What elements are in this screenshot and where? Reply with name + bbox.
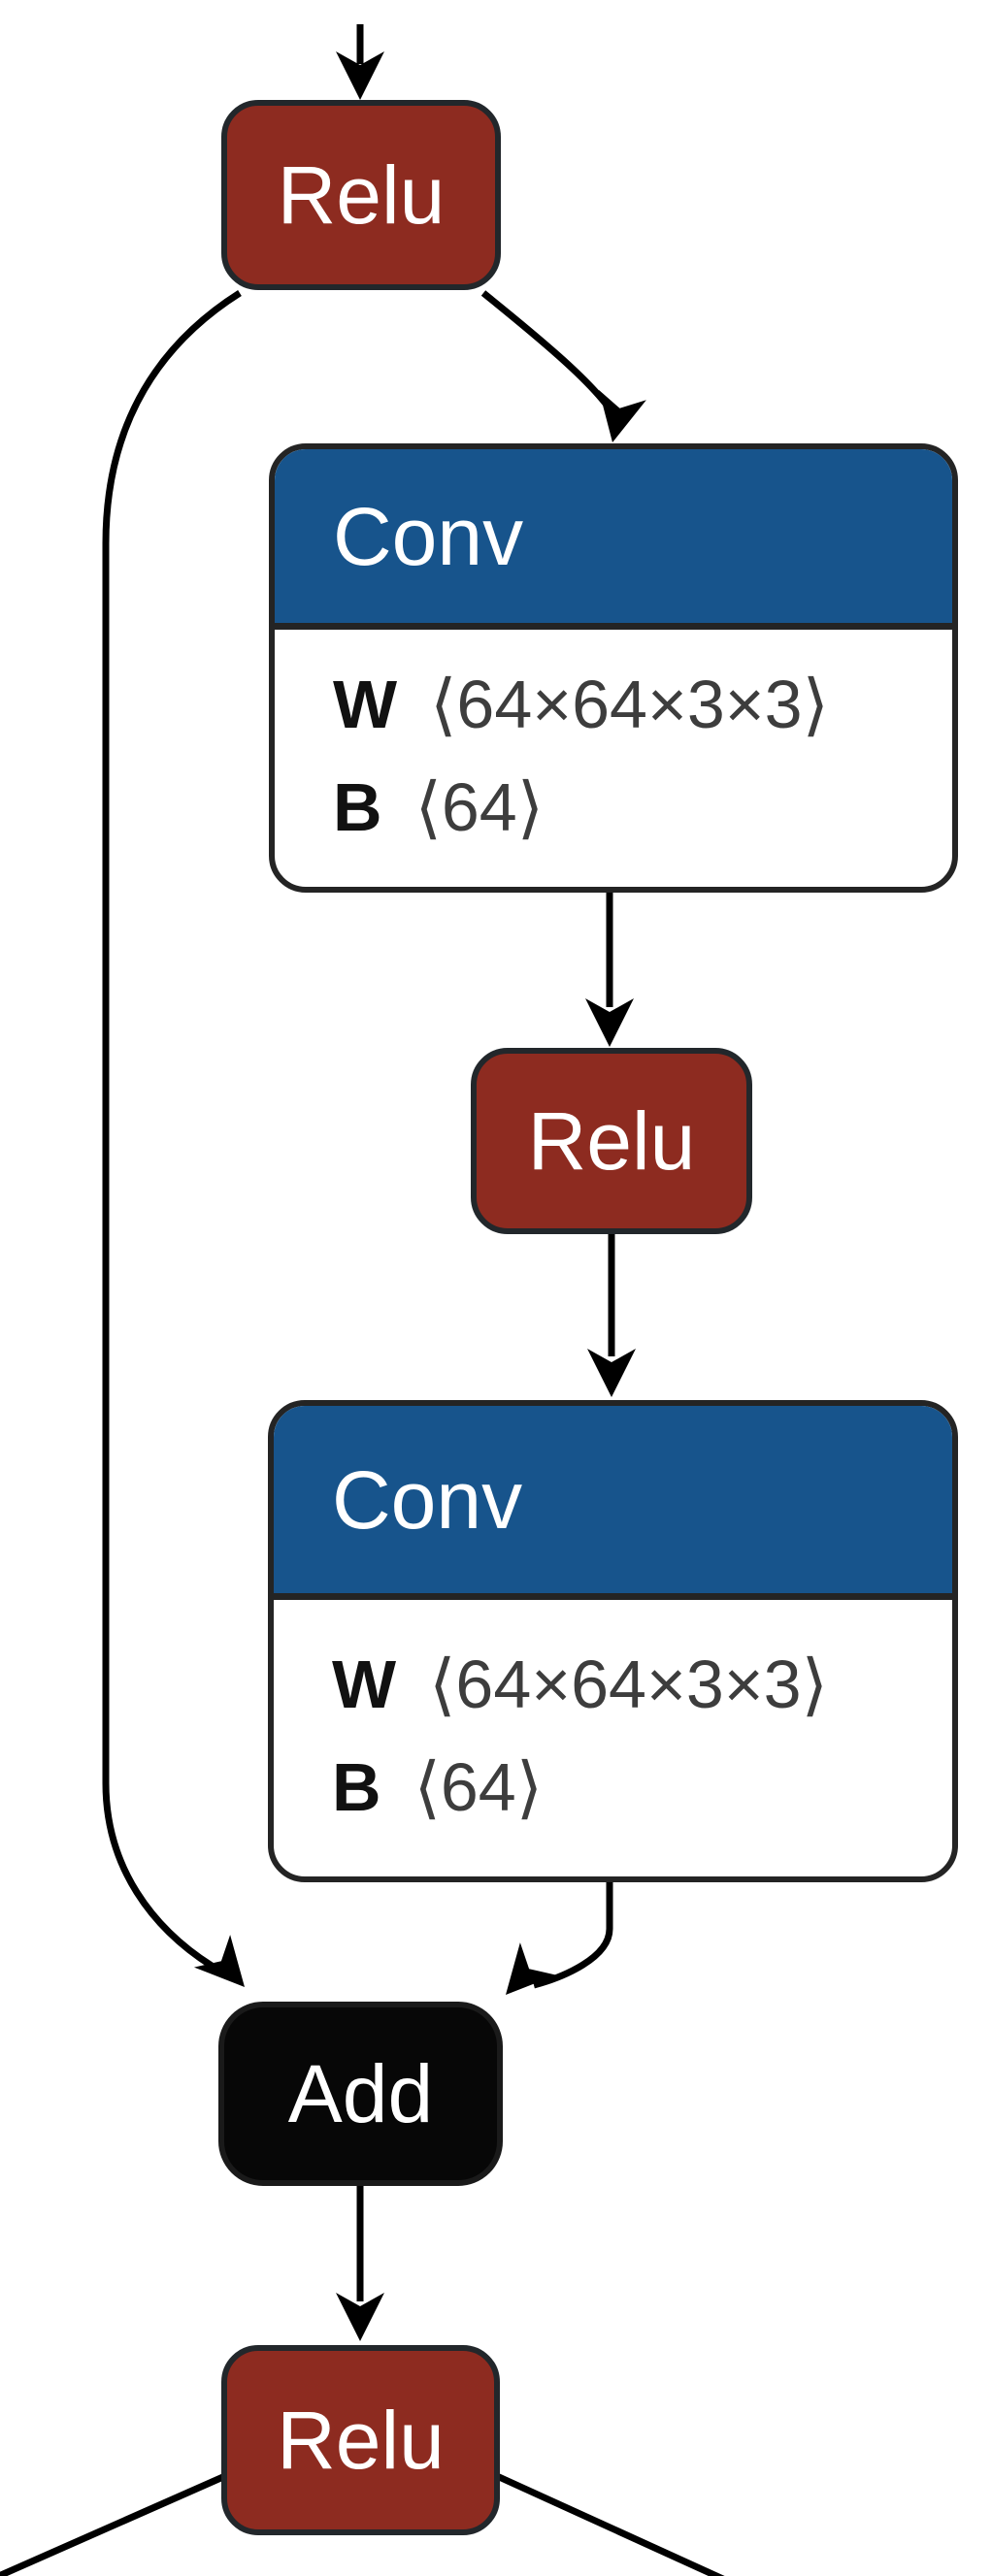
node-relu-1[interactable]: Relu [221,100,501,290]
node-relu-3[interactable]: Relu [221,2345,500,2535]
edge-relu2-to-conv2 [587,1234,636,1397]
param-shape: ⟨64×64×3×3⟩ [429,1646,828,1722]
edge-line [480,290,609,407]
param-row-bias: B ⟨64⟩ [332,1753,952,1821]
arrowhead-icon [193,1935,245,1987]
param-name: B [332,1748,381,1825]
param-row-bias: B ⟨64⟩ [333,773,952,841]
edge-relu3-out-left [0,2472,227,2576]
node-params: W ⟨64×64×3×3⟩ B ⟨64⟩ [274,1600,952,1876]
edge-line [495,2472,725,2576]
node-label: Add [287,2048,434,2139]
param-row-weights: W ⟨64×64×3×3⟩ [332,1650,952,1718]
param-name: B [333,768,382,845]
edge-input-to-relu1 [336,24,384,100]
param-name: W [333,666,398,742]
param-name: W [332,1646,397,1722]
param-row-weights: W ⟨64×64×3×3⟩ [333,670,952,738]
node-title: Conv [333,490,524,582]
node-conv-1[interactable]: Conv W ⟨64×64×3×3⟩ B ⟨64⟩ [269,443,958,893]
node-title: Conv [332,1453,523,1546]
edge-relu1-to-conv1 [480,290,646,442]
node-label: Relu [277,149,446,241]
edge-line [533,1882,613,1989]
edge-line [102,290,242,1969]
edge-add-to-relu3 [336,2186,384,2341]
param-shape: ⟨64×64×3×3⟩ [430,666,829,742]
arrowhead-icon [336,51,384,100]
node-label: Relu [277,2395,445,2486]
arrowhead-icon [598,389,646,442]
node-params: W ⟨64×64×3×3⟩ B ⟨64⟩ [275,630,952,887]
edge-relu3-out-right [495,2472,725,2576]
edge-line [0,2472,227,2576]
edge-relu1-to-add-skip [102,290,245,1987]
edge-conv1-to-relu2 [585,893,634,1047]
node-label: Relu [527,1095,696,1187]
arrowhead-icon [506,1942,557,1995]
node-add[interactable]: Add [218,2002,503,2186]
param-shape: ⟨64⟩ [413,1748,544,1825]
node-header: Conv [274,1406,952,1600]
arrowhead-icon [336,2293,384,2341]
edge-conv2-to-add [506,1882,613,1995]
node-relu-2[interactable]: Relu [471,1048,752,1234]
arrowhead-icon [585,998,634,1047]
node-header: Conv [275,449,952,630]
node-conv-2[interactable]: Conv W ⟨64×64×3×3⟩ B ⟨64⟩ [268,1400,958,1882]
param-shape: ⟨64⟩ [414,768,545,845]
arrowhead-icon [587,1349,636,1397]
